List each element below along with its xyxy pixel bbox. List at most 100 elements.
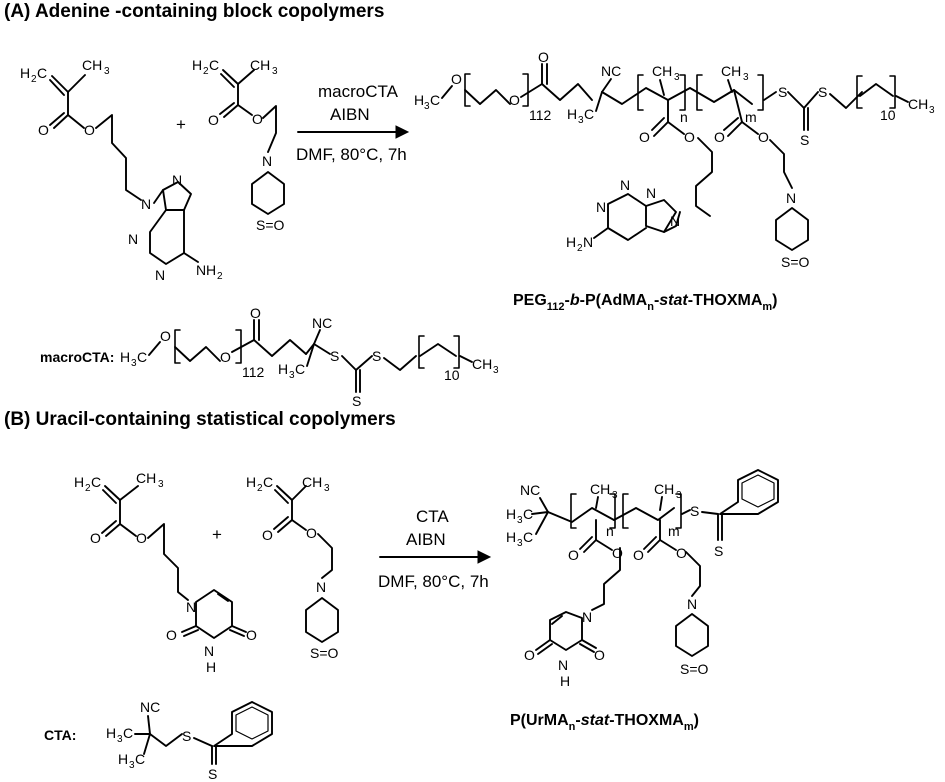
svg-text:C: C <box>123 725 133 741</box>
svg-text:O: O <box>160 328 171 344</box>
svg-text:O: O <box>676 545 687 561</box>
svg-text:S: S <box>208 766 217 782</box>
svg-text:C: C <box>430 92 440 108</box>
svg-text:O: O <box>208 112 219 128</box>
svg-text:3: 3 <box>131 358 137 369</box>
svg-text:m: m <box>668 523 680 539</box>
svg-text:CH: CH <box>136 470 156 486</box>
svg-text:NC: NC <box>140 699 160 715</box>
product-a-name: PEG112-b-P(AdMAn-stat-THOXMAm) <box>513 292 777 313</box>
svg-text:NC: NC <box>312 315 332 331</box>
svg-text:H: H <box>206 262 216 278</box>
svg-text:CTA: CTA <box>416 507 449 526</box>
svg-text:N: N <box>558 657 568 673</box>
svg-text:NC: NC <box>601 63 621 79</box>
svg-text:2: 2 <box>31 74 37 85</box>
svg-text:3: 3 <box>289 370 295 381</box>
svg-text:O: O <box>38 122 49 138</box>
svg-text:S=O: S=O <box>680 661 709 677</box>
svg-text:N: N <box>316 579 326 595</box>
svg-text:O: O <box>524 647 535 663</box>
svg-text:C: C <box>263 474 273 490</box>
svg-text:O: O <box>136 530 147 546</box>
svg-text:C: C <box>523 506 533 522</box>
svg-text:H: H <box>560 673 570 689</box>
svg-text:CH: CH <box>302 474 322 490</box>
svg-text:O: O <box>509 92 520 108</box>
plus-sign-b: + <box>212 525 222 544</box>
svg-text:O: O <box>639 129 650 145</box>
svg-text:N: N <box>141 196 151 212</box>
svg-text:O: O <box>714 129 725 145</box>
svg-text:3: 3 <box>929 105 935 116</box>
svg-text:H: H <box>246 474 256 490</box>
svg-text:3: 3 <box>578 115 584 126</box>
svg-text:O: O <box>451 71 462 87</box>
svg-text:H: H <box>567 106 577 122</box>
svg-text:O: O <box>166 627 177 643</box>
svg-text:O: O <box>252 111 263 127</box>
svg-text:C: C <box>209 57 219 73</box>
svg-text:N: N <box>186 599 196 615</box>
svg-text:O: O <box>612 545 623 561</box>
svg-text:O: O <box>684 129 695 145</box>
svg-text:CH: CH <box>908 96 928 112</box>
svg-text:O: O <box>568 547 579 563</box>
svg-text:3: 3 <box>129 760 135 771</box>
svg-text:S: S <box>778 84 787 100</box>
svg-text:O: O <box>594 647 605 663</box>
svg-text:S: S <box>182 728 191 744</box>
product-b-name: P(UrMAn-stat-THOXMAm) <box>510 712 699 733</box>
svg-text:N: N <box>646 185 656 201</box>
svg-text:2: 2 <box>203 66 209 77</box>
svg-text:N: N <box>196 262 206 278</box>
svg-text:N: N <box>582 609 592 625</box>
svg-text:112: 112 <box>242 364 265 380</box>
svg-text:S: S <box>690 503 699 519</box>
svg-text:O: O <box>220 349 231 365</box>
svg-text:H: H <box>278 361 288 377</box>
svg-text:S=O: S=O <box>256 217 285 233</box>
svg-text:N: N <box>155 267 165 283</box>
svg-text:H: H <box>74 474 84 490</box>
svg-text:2: 2 <box>85 483 91 494</box>
svg-text:O: O <box>246 627 257 643</box>
svg-text:C: C <box>91 474 101 490</box>
svg-text:N: N <box>596 199 606 215</box>
svg-text:CH: CH <box>472 356 492 372</box>
svg-text:O: O <box>633 547 644 563</box>
svg-text:3: 3 <box>104 66 110 77</box>
svg-text:H: H <box>506 506 516 522</box>
svg-text:N: N <box>687 596 697 612</box>
svg-text:CH: CH <box>654 481 674 497</box>
svg-text:O: O <box>758 129 769 145</box>
svg-text:N: N <box>204 643 214 659</box>
svg-text:CTA:: CTA: <box>44 727 76 743</box>
svg-text:N: N <box>670 213 680 229</box>
svg-text:O: O <box>306 525 317 541</box>
section-a-title: (A) Adenine -containing block copolymers <box>4 1 385 22</box>
svg-text:3: 3 <box>493 365 499 376</box>
svg-text:CH: CH <box>721 63 741 79</box>
svg-text:H: H <box>118 751 128 767</box>
svg-text:H: H <box>414 92 424 108</box>
svg-text:macroCTA:: macroCTA: <box>40 349 114 365</box>
svg-text:NC: NC <box>520 482 540 498</box>
svg-text:C: C <box>295 361 305 377</box>
svg-text:3: 3 <box>158 479 164 490</box>
svg-text:CH: CH <box>590 481 610 497</box>
svg-text:112: 112 <box>529 107 552 123</box>
svg-text:H: H <box>566 234 576 250</box>
svg-text:2: 2 <box>217 271 223 282</box>
svg-text:H: H <box>192 57 202 73</box>
svg-text:3: 3 <box>424 101 430 112</box>
reaction-arrow-b: CTA AIBN DMF, 80°C, 7h <box>378 507 492 591</box>
svg-text:CH: CH <box>250 57 270 73</box>
svg-text:O: O <box>262 527 273 543</box>
svg-text:N: N <box>786 190 796 206</box>
svg-text:S: S <box>352 393 361 409</box>
